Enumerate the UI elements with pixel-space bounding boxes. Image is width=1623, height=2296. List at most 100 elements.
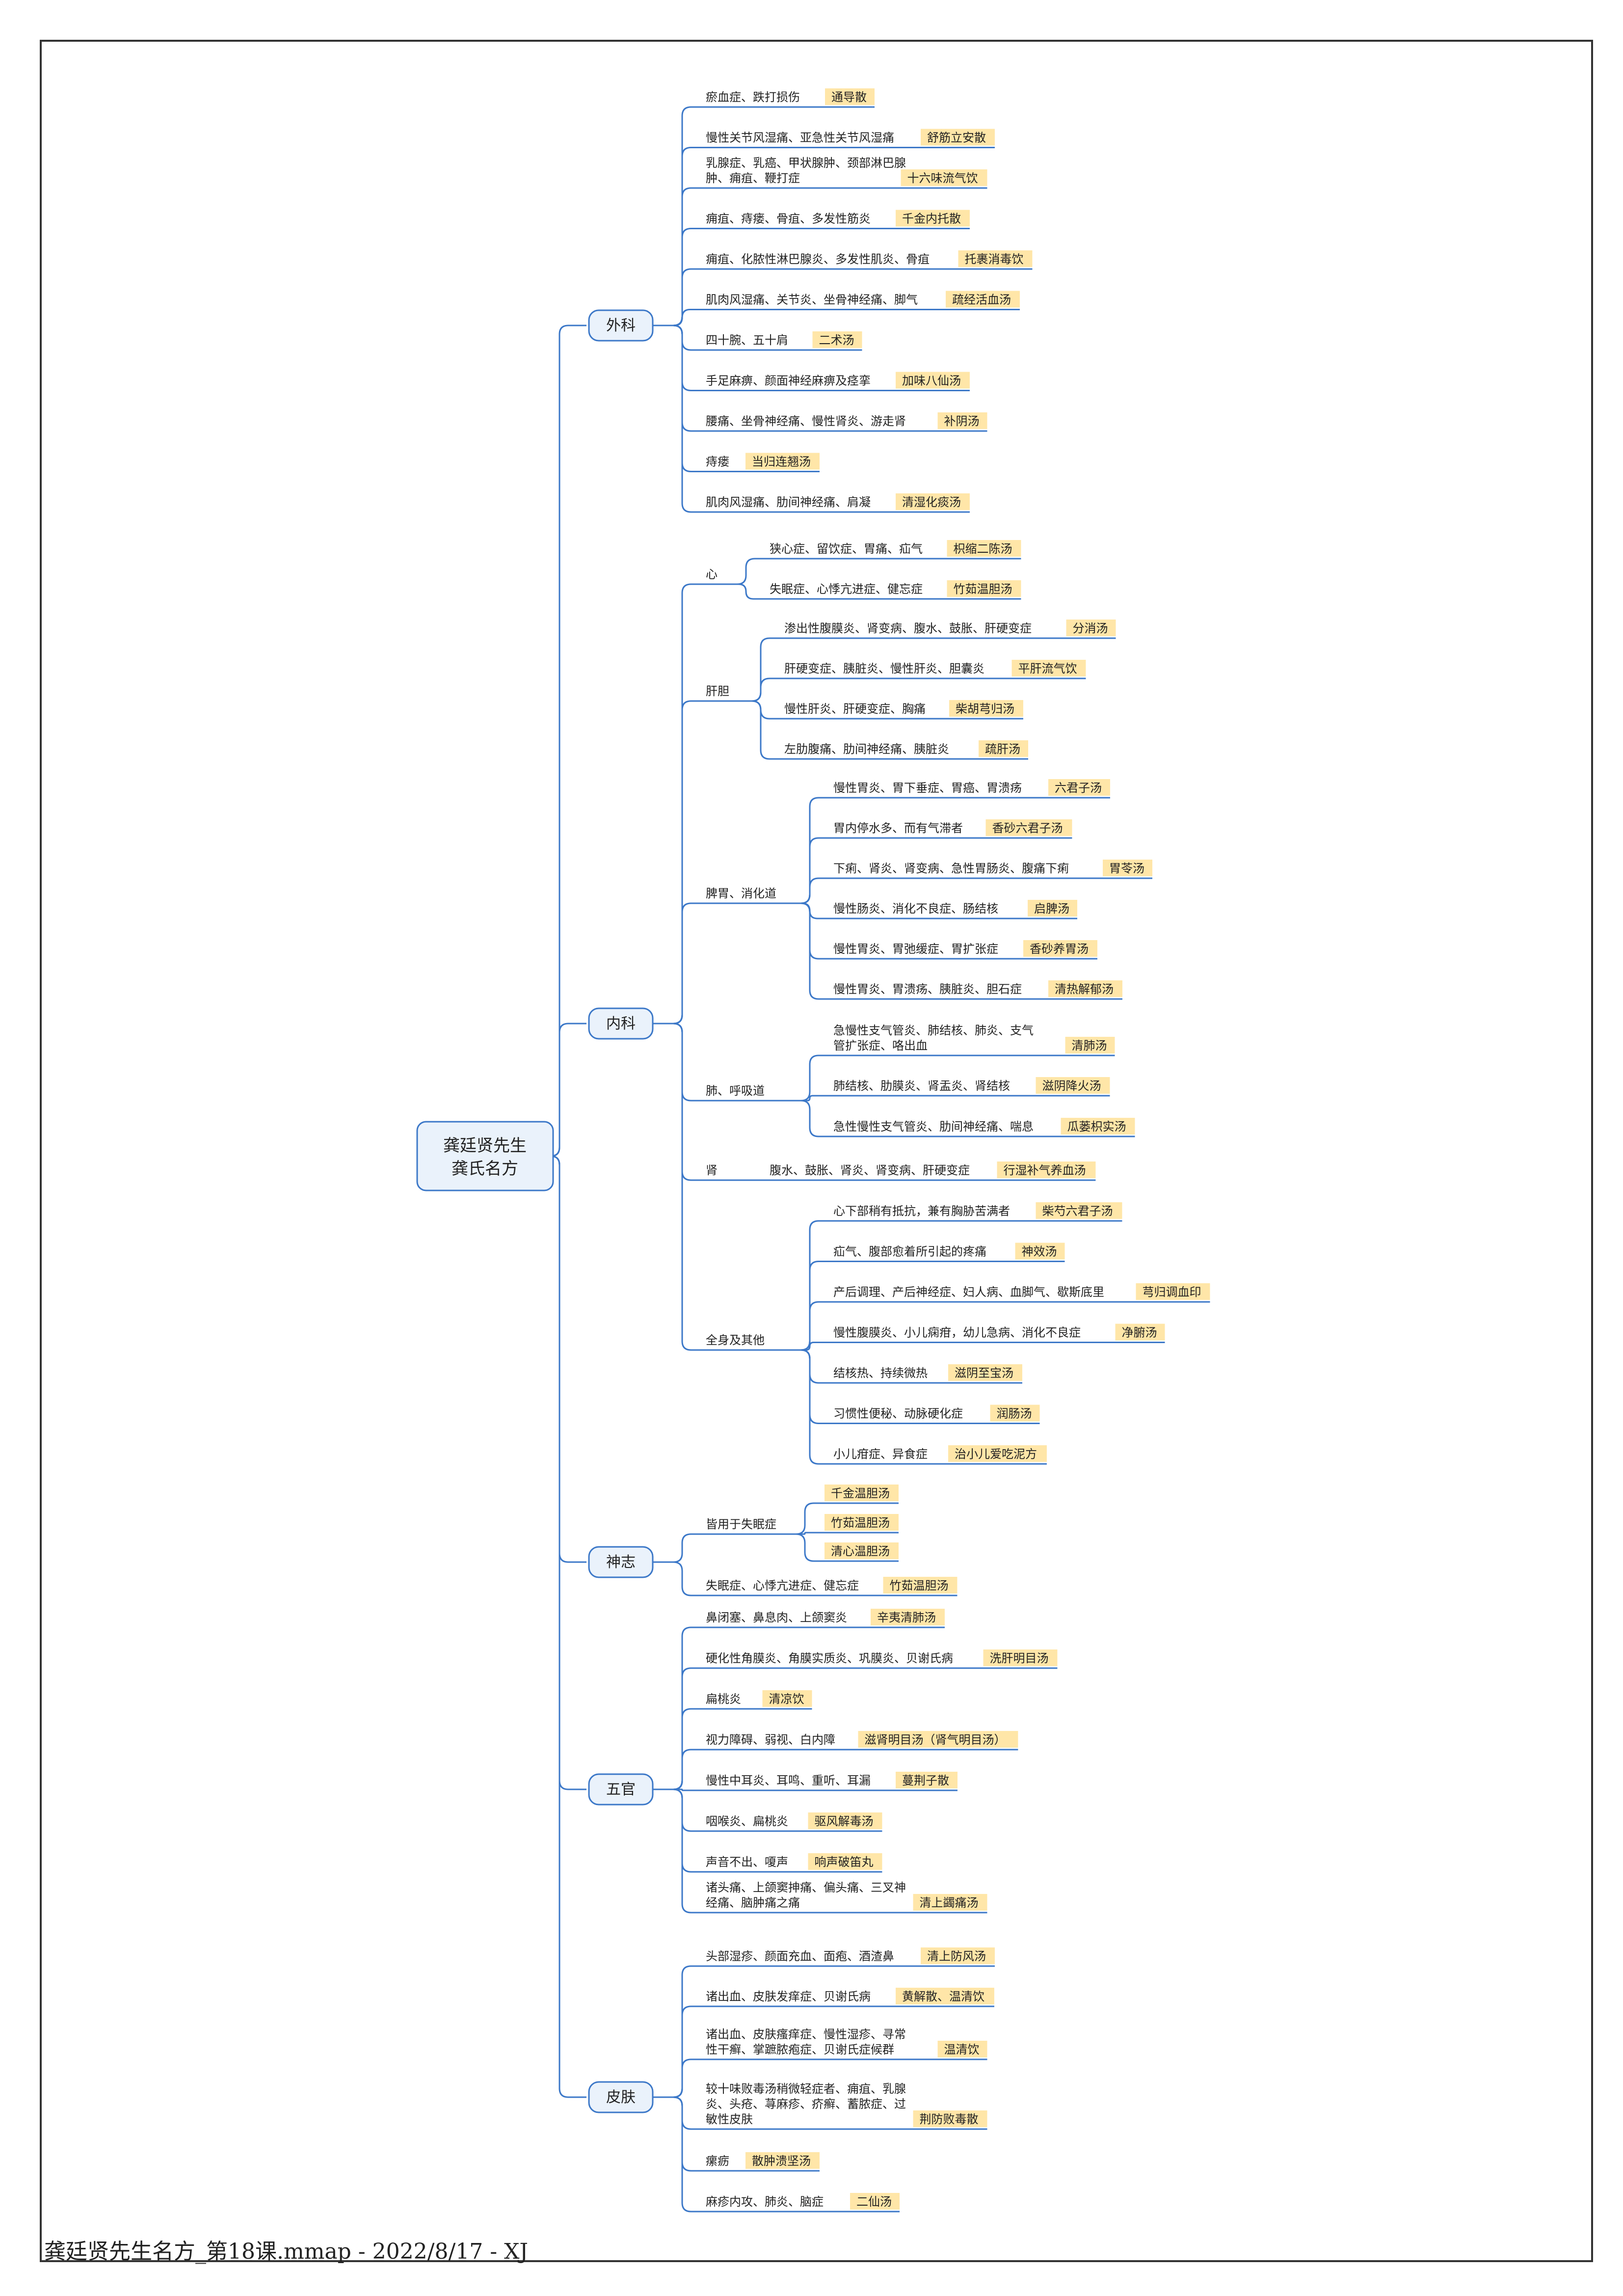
formula-tag-bg	[913, 1894, 987, 1911]
formula-tag-bg	[983, 1649, 1058, 1666]
leaf-item: 痔瘘当归连翘汤	[706, 453, 820, 470]
formula-tag-bg	[1036, 1077, 1110, 1094]
formula-tag-bg	[947, 580, 1021, 597]
formula-tag-bg	[958, 250, 1033, 267]
leaf-text: 痔瘘	[706, 455, 729, 469]
leaf-item: 瘀血症、跌打损伤通导散	[706, 88, 875, 105]
formula-tag: 十六味流气饮	[907, 171, 978, 185]
branch-mind-label: 神志	[606, 1554, 636, 1571]
formula-tag: 清上蠲痛汤	[920, 1896, 979, 1910]
leaf-item: 瘰疬散肿溃坚汤	[706, 2152, 820, 2169]
formula-tag: 二术汤	[819, 333, 854, 347]
formula-tag: 散肿溃坚汤	[752, 2154, 811, 2168]
leaf-text: 管扩张症、咯出血	[833, 1039, 928, 1053]
leaf-text: 腰痛、坐骨神经痛、慢性肾炎、游走肾	[706, 414, 906, 428]
leaf-text: 肿、痈疽、鞭打症	[706, 171, 800, 185]
leaf-text: 肌肉风湿痛、肋间神经痛、肩凝	[706, 495, 871, 509]
formula-tag-bg	[1103, 860, 1152, 876]
subtopic[interactable]: 肾	[706, 1163, 718, 1177]
leaf-text: 性干癣、掌蹠脓疱症、贝谢氏症候群	[706, 2043, 894, 2056]
leaf-text: 慢性中耳炎、耳鸣、重听、耳漏	[706, 1774, 871, 1787]
branch-skin-group: 皮肤头部湿疹、颜面充血、面疱、酒渣鼻清上防风汤诸出血、皮肤发痒症、贝谢氏病黄解散…	[588, 1947, 995, 2210]
formula-tag: 千金内托散	[902, 212, 961, 226]
leaf-text: 诸出血、皮肤瘙痒症、慢性湿疹、寻常	[706, 2027, 906, 2041]
formula-tag-bg	[997, 1162, 1096, 1178]
branch-surgery-box	[588, 309, 654, 342]
leaf-text: 胃内停水多、而有气滞者	[833, 821, 963, 835]
formula-tag-bg	[808, 1812, 882, 1829]
formula-tag: 清湿化痰汤	[902, 495, 961, 509]
branch-internal-label: 内科	[606, 1015, 636, 1032]
root-title-line2: 龚氏名方	[452, 1159, 518, 1179]
formula-tag: 平肝流气饮	[1018, 662, 1077, 675]
leaf-text: 慢性肠炎、消化不良症、肠结核	[833, 902, 998, 916]
leaf-item: 慢性关节风湿痛、亚急性关节风湿痛舒筋立安散	[706, 129, 995, 146]
leaf-text: 产后调理、产后神经症、妇人病、血脚气、歇斯底里	[833, 1285, 1104, 1299]
leaf-item: 硬化性角膜炎、角膜实质炎、巩膜炎、贝谢氏病洗肝明目汤	[706, 1649, 1058, 1666]
leaf-item: 渗出性腹膜炎、肾变病、腹水、鼓胀、肝硬变症分消汤	[784, 620, 1116, 636]
formula-tag: 行湿补气养血汤	[1004, 1163, 1086, 1177]
formula-tag-bg	[745, 453, 820, 470]
leaf-text: 慢性胃炎、胃下垂症、胃癌、胃溃疡	[833, 781, 1022, 795]
leaf-text: 慢性肝炎、肝硬变症、胸痛	[784, 702, 926, 716]
formula-tag: 洗肝明目汤	[990, 1651, 1049, 1665]
leaf-text: 疝气、腹部愈着所引起的疼痛	[833, 1245, 986, 1259]
leaf-item: 左肋腹痛、肋间神经痛、胰脏炎 疏肝汤	[784, 740, 1028, 757]
leaf-text: 左肋腹痛、肋间神经痛、胰脏炎	[784, 742, 949, 756]
leaf-text: 急慢性支气管炎、肺结核、肺炎、支气	[833, 1024, 1034, 1037]
formula-tag-bg	[825, 1485, 899, 1501]
leaf-text: 扁桃炎	[706, 1692, 741, 1706]
formula-tag-bg	[948, 1445, 1047, 1462]
branch-skin[interactable]: 皮肤	[588, 2081, 654, 2113]
branch-facial-box	[588, 1773, 654, 1806]
branch-facial[interactable]: 五官	[588, 1773, 654, 1806]
leaf-item: 结核热、持续微热 滋阴至宝汤	[833, 1364, 1022, 1381]
leaf-item: 慢性胃炎、胃溃疡、胰脏炎、胆石症清热解郁汤	[833, 980, 1122, 997]
formula-tag: 润肠汤	[997, 1407, 1032, 1421]
subtopic[interactable]: 肺、呼吸道	[706, 1084, 765, 1098]
subtopic[interactable]: 肝胆	[706, 684, 729, 698]
branch-skin-label: 皮肤	[606, 2089, 636, 2106]
formula-tag-bg	[948, 1364, 1022, 1381]
formula-tag-bg	[949, 700, 1023, 717]
subtopic[interactable]: 脾胃、消化道	[706, 887, 776, 900]
formula-tag-bg	[990, 1405, 1040, 1422]
formula-tag: 胃苓汤	[1109, 862, 1144, 875]
formula-tag: 竹茹温胆汤	[954, 582, 1012, 596]
formula-tag: 神效汤	[1022, 1245, 1057, 1259]
formula-tag: 清上防风汤	[927, 1949, 986, 1963]
leaf-item: 肌肉风湿痛、关节炎、坐骨神经痛、脚气疏经活血汤	[706, 291, 1020, 308]
formula-tag: 滋阴至宝汤	[955, 1366, 1013, 1380]
formula-tag: 补阴汤	[944, 414, 980, 428]
leaf-text: 痈疽、化脓性淋巴腺炎、多发性肌炎、骨疽	[706, 252, 930, 266]
leaf-text: 头部湿疹、颜面充血、面疱、酒渣鼻	[706, 1949, 894, 1963]
subtopic[interactable]: 心	[706, 567, 718, 581]
formula-tag: 滋阴降火汤	[1042, 1079, 1101, 1093]
formula-tag: 分消汤	[1073, 621, 1108, 635]
leaf-text: 慢性关节风湿痛、亚急性关节风湿痛	[706, 131, 894, 145]
leaf-text: 较十味败毒汤稍微轻症者、痈疽、乳腺	[706, 2082, 906, 2096]
branch-surgery-group: 外科瘀血症、跌打损伤通导散慢性关节风湿痛、亚急性关节风湿痛舒筋立安散乳腺症、乳癌…	[588, 88, 1033, 510]
branch-internal[interactable]: 内科	[588, 1007, 654, 1040]
leaf-text: 结核热、持续微热	[833, 1366, 928, 1380]
formula-tag-bg	[947, 540, 1021, 557]
formula-tag: 滋肾明目汤（肾气明目汤）	[865, 1733, 1006, 1747]
footer-filename: 龚廷贤先生名方_第18课.mmap - 2022/8/17 - XJ	[44, 2239, 529, 2264]
leaf-item: 产后调理、产后神经症、妇人病、血脚气、歇斯底里芎归调血印	[833, 1283, 1210, 1300]
subtopic[interactable]: 全身及其他	[706, 1333, 765, 1347]
leaf-item: 慢性肠炎、消化不良症、肠结核启脾汤	[833, 900, 1077, 917]
branch-mind[interactable]: 神志	[588, 1546, 654, 1578]
leaf-item: 急慢性支气管炎、肺结核、肺炎、支气管扩张症、咯出血清肺汤	[833, 1024, 1115, 1053]
formula-tag-bg	[921, 1947, 995, 1964]
branch-internal-box	[588, 1007, 654, 1040]
subtopic-label[interactable]: 皆用于失眠症	[706, 1517, 776, 1531]
formula-tag-bg	[858, 1731, 1018, 1748]
formula-tag-bg	[812, 331, 862, 348]
branch-surgery[interactable]: 外科	[588, 309, 654, 342]
formula-tag: 疏肝汤	[985, 742, 1020, 756]
leaf-item: 急性慢性支气管炎、肋间神经痛、喘息瓜蒌枳实汤	[833, 1118, 1135, 1134]
formula-tag-bg	[985, 819, 1072, 836]
leaf-text: 痈疽、痔瘘、骨疽、多发性筋炎	[706, 212, 871, 226]
branch-facial-group: 五官鼻闭塞、鼻息肉、上颌窦炎辛夷清肺汤硬化性角膜炎、角膜实质炎、巩膜炎、贝谢氏病…	[588, 1609, 1058, 1911]
